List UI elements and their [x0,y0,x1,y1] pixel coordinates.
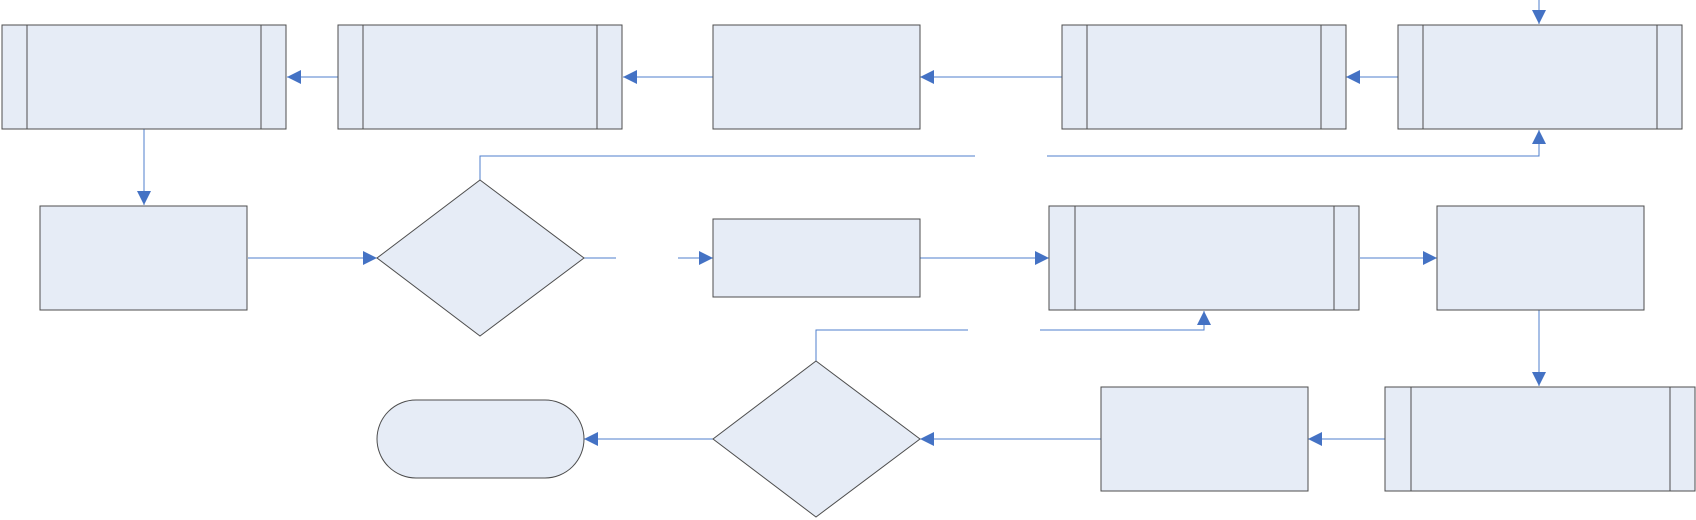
predefined-process-p8 [1048,205,1360,311]
predefined-process-p2 [337,24,623,130]
decision-d1 [376,179,585,337]
connector-d1-loop-a [479,155,975,180]
predefined-process-p4 [1061,24,1347,130]
predefined-process-p10 [1384,386,1696,492]
predefined-process-p1 [1,24,287,130]
connector-d2-loop-a [815,329,968,361]
process-p7 [712,218,921,298]
connector-d1-loop-b [1047,130,1546,157]
process-p3 [712,24,921,130]
connector-d2-loop-b [1040,311,1211,331]
predefined-process-p5 [1397,24,1683,130]
process-p11 [1100,386,1309,492]
terminator-t1 [376,399,585,479]
process-p9 [1436,205,1645,311]
decision-d2 [712,360,921,518]
process-p6 [39,205,248,311]
